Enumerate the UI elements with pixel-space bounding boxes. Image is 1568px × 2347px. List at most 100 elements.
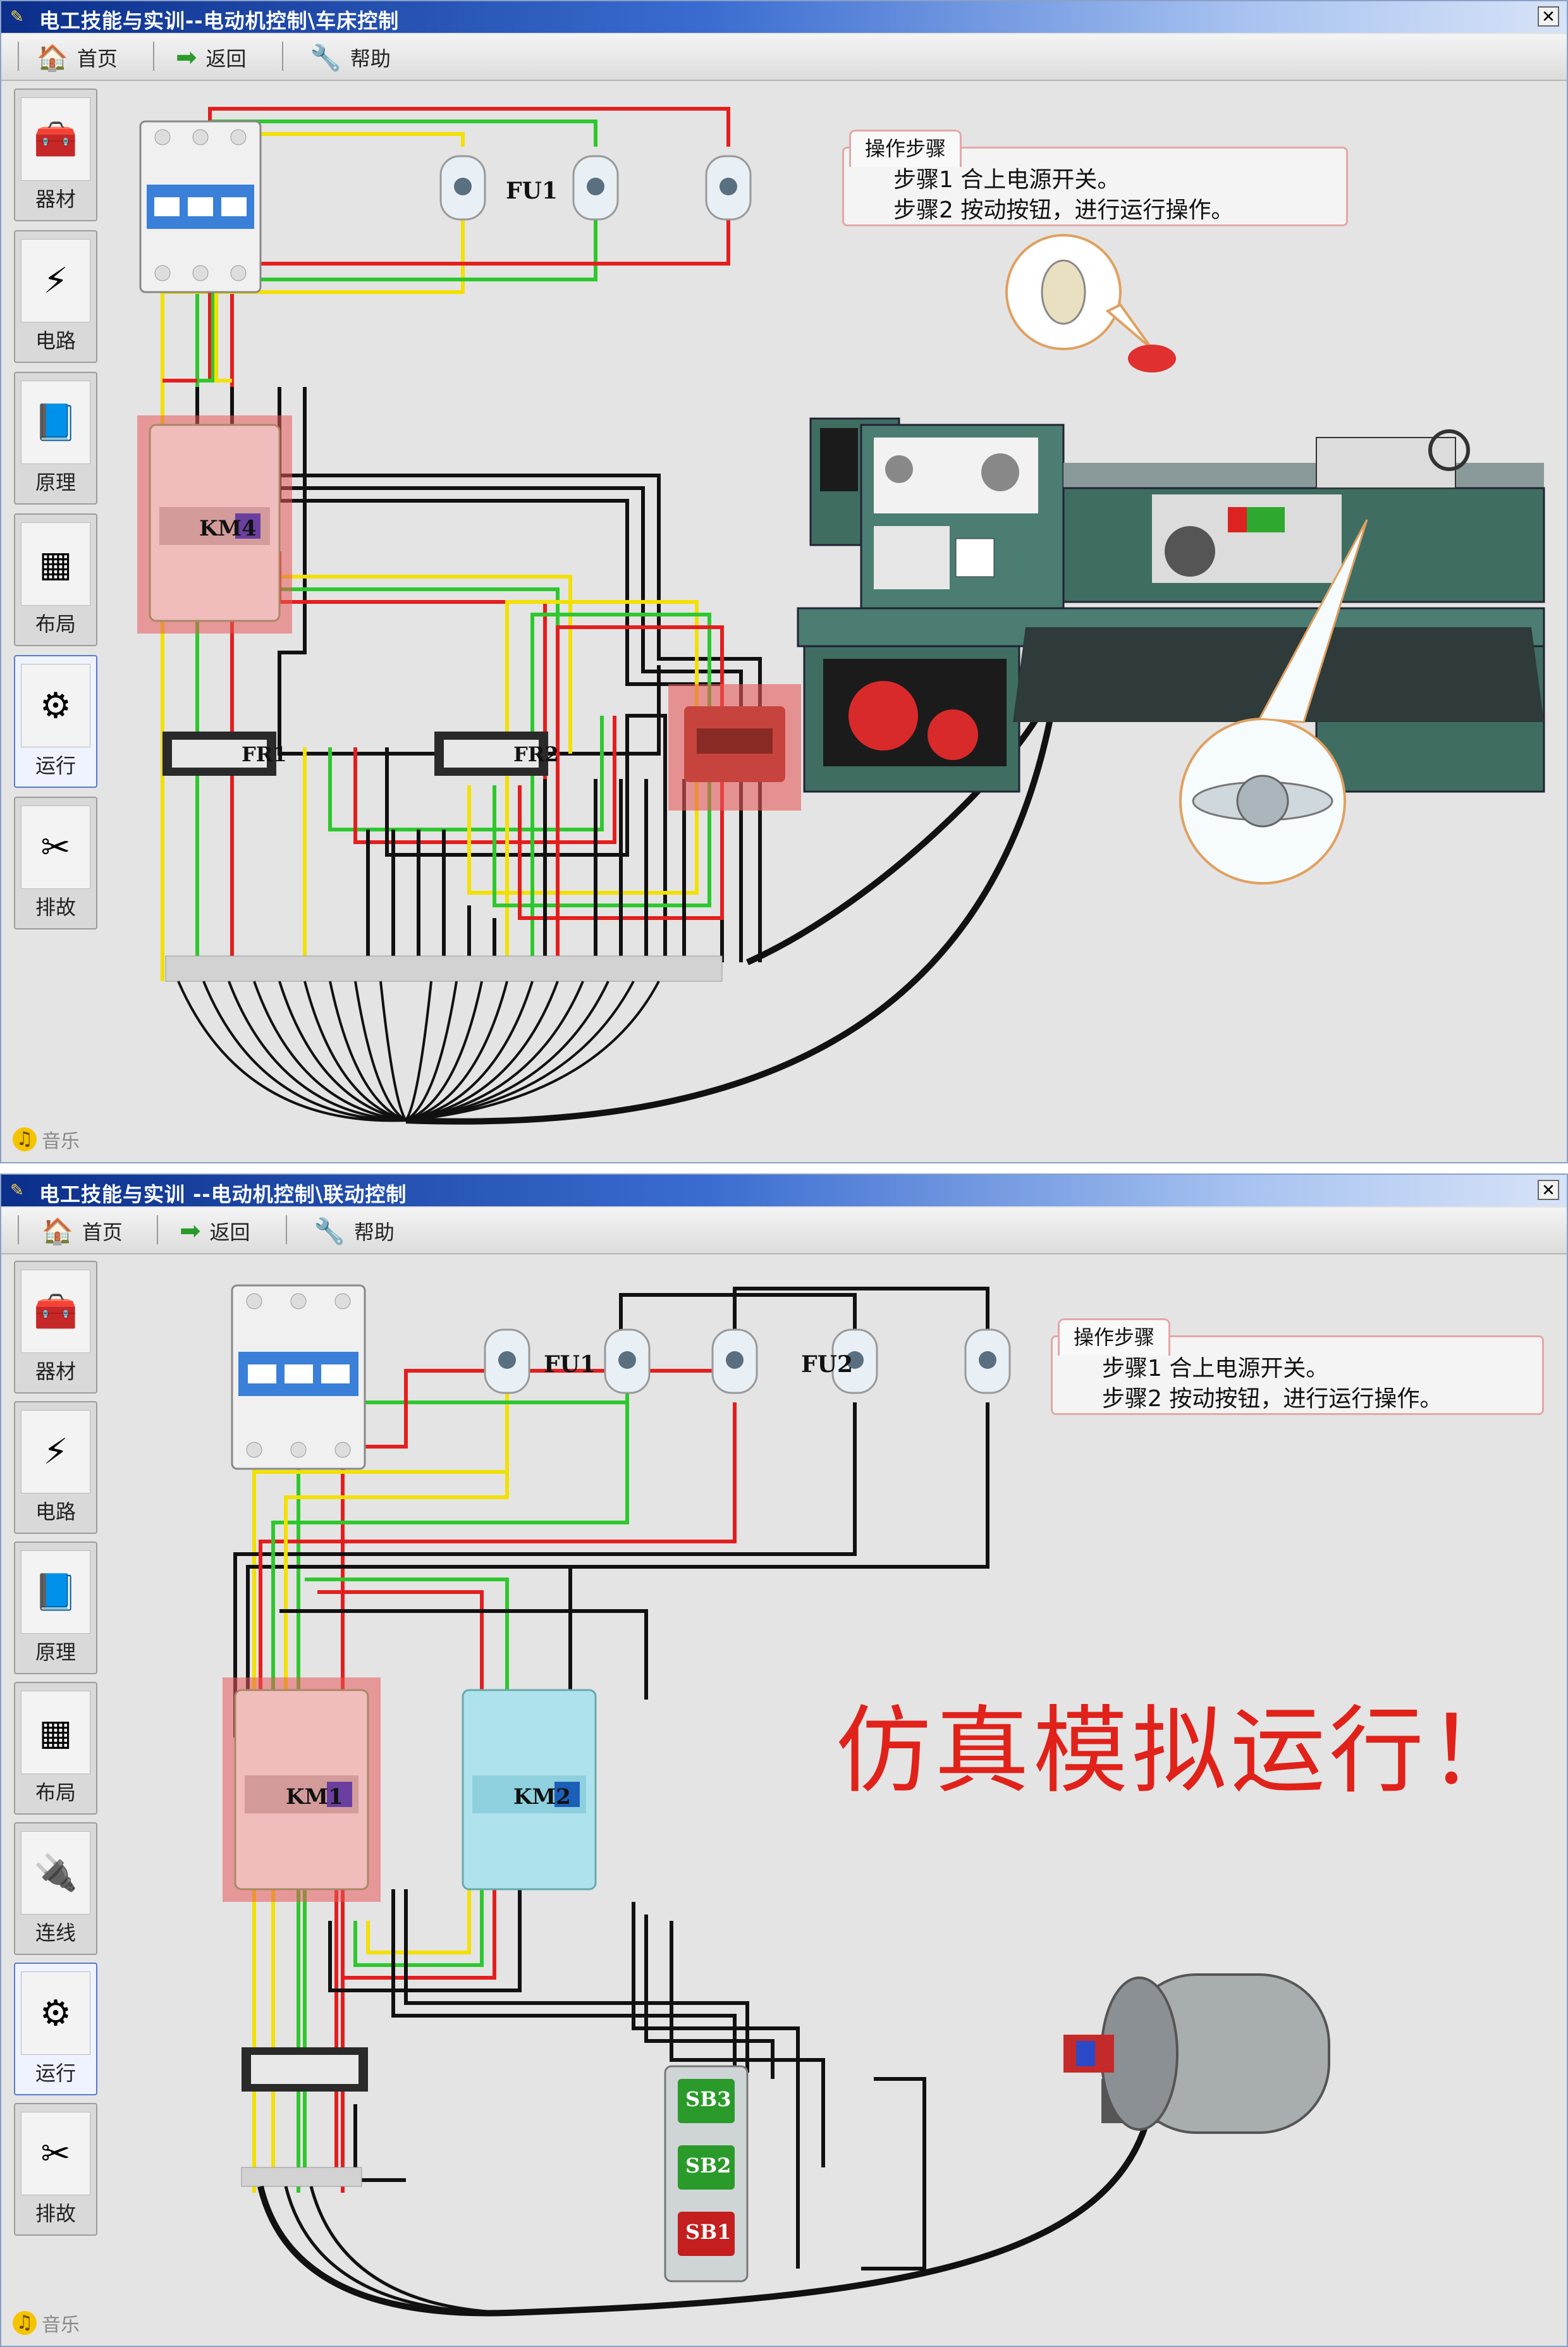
music-note-icon: ♫ (13, 2311, 37, 2335)
music-label: 音乐 (42, 1131, 80, 1153)
motor-cable (405, 715, 1054, 1125)
sidebar-item-label: 原理 (35, 470, 76, 494)
back-arrow-icon: ➡ (180, 1216, 201, 1246)
sidebar-item-layout[interactable]: ▦布局 (14, 513, 97, 646)
step-2: 步骤2 按动按钮，进行运行操作。 (893, 197, 1234, 223)
operation-steps-panel: 操作步骤 步骤1 合上电源开关。 步骤2 按动按钮，进行运行操作。 (1051, 1318, 1544, 1415)
thermal-relay-fr2 (434, 732, 548, 776)
terminal-strip (241, 2167, 362, 2187)
contactor-km4 (137, 415, 292, 634)
lathe-run-icon: ⚙ (21, 664, 90, 747)
motor-run-icon: ⚙ (21, 1971, 90, 2055)
sidebar-item-wiring[interactable]: 🔌 连线 (14, 1822, 97, 1955)
sidebar-item-label: 连线 (35, 1921, 76, 1945)
sidebar: 🧰器材 ⚡ 电路 📘 原理 ▦布局 ⚙ 运行 ✂ 排故 ♫音乐 (6, 83, 101, 1157)
toolbar-divider (153, 42, 154, 71)
sidebar-item-principle[interactable]: 📘原理 (14, 1541, 97, 1674)
back-label: 返回 (205, 47, 247, 71)
toolbar: 🏠首页 ➡返回 🔧帮助 (1, 34, 1567, 81)
lathe-control-window: ✎ 电工技能与实训--电动机控制\车床控制 ✕ 🏠首页 ➡返回 🔧帮助 🧰器材 … (0, 0, 1568, 1163)
fuse-fu2 (831, 1328, 1011, 1394)
sidebar-item-label: 电路 (35, 1500, 76, 1524)
close-button[interactable]: ✕ (1538, 1180, 1559, 1200)
sb3-button[interactable] (678, 2079, 735, 2123)
push-button-station (664, 2065, 749, 2283)
sidebar-item-circuit[interactable]: ⚡ 电路 (14, 230, 97, 363)
sidebar-item-layout[interactable]: ▦布局 (14, 1682, 97, 1815)
sidebar-item-equipment[interactable]: 🧰器材 (14, 1261, 97, 1394)
music-toggle[interactable]: ♫音乐 (13, 2309, 80, 2337)
sidebar-item-label: 电路 (35, 329, 76, 353)
sidebar-item-label: 排故 (35, 2202, 76, 2226)
bundle-wires (177, 981, 660, 1122)
sidebar-item-label: 排故 (35, 895, 76, 919)
sidebar-item-principle[interactable]: 📘 原理 (14, 372, 97, 505)
help-label: 帮助 (353, 1220, 395, 1244)
sb2-label: SB2 (685, 2154, 731, 2178)
sb1-button[interactable] (678, 2212, 735, 2256)
close-button[interactable]: ✕ (1538, 6, 1559, 27)
sidebar-item-troubleshoot[interactable]: ✂ 排故 (14, 797, 97, 929)
sidebar-item-troubleshoot[interactable]: ✂排故 (14, 2103, 97, 2236)
interlock-control-window: ✎ 电工技能与实训 --电动机控制\联动控制 ✕ 🏠首页 ➡返回 🔧帮助 🧰器材… (0, 1174, 1568, 2347)
layout-icon: ▦ (21, 522, 90, 606)
principle-icon: 📘 (21, 381, 90, 464)
home-icon: 🏠 (42, 1216, 73, 1246)
back-label: 返回 (209, 1220, 250, 1244)
sb1-label: SB1 (685, 2220, 731, 2244)
steps-tab: 操作步骤 (849, 130, 962, 167)
circuit-icon: ⚡ (21, 239, 90, 322)
thermal-relay-fr1 (162, 732, 276, 776)
home-button[interactable]: 🏠首页 (37, 42, 118, 73)
home-label: 首页 (77, 47, 118, 71)
circuit-icon: ⚡ (21, 1410, 90, 1493)
back-button[interactable]: ➡返回 (176, 42, 247, 73)
electric-motor (1063, 1973, 1330, 2134)
circuit-breaker (231, 1284, 366, 1470)
step-1: 步骤1 合上电源开关。 (1102, 1356, 1329, 1382)
wiring-icon: 🔌 (21, 1831, 90, 1915)
pliers-icon: ✂ (21, 806, 90, 889)
music-note-icon: ♫ (13, 1127, 37, 1151)
sidebar-item-circuit[interactable]: ⚡ 电路 (14, 1401, 97, 1534)
help-button[interactable]: 🔧帮助 (310, 42, 391, 73)
relay-label-fr1: FR1 (242, 742, 287, 766)
lathe-wiring-diagram: FU1 KM4 FR1 FR2 (137, 107, 1545, 1125)
help-button[interactable]: 🔧帮助 (314, 1215, 395, 1247)
sidebar: 🧰器材 ⚡ 电路 📘原理 ▦布局 🔌 连线 ⚙ 运行 ✂排故 ♫音乐 (6, 1257, 101, 2341)
sidebar-item-run[interactable]: ⚙ 运行 (14, 1963, 97, 2095)
sidebar-item-equipment[interactable]: 🧰器材 (14, 89, 97, 221)
motor-cable (257, 2097, 1155, 2317)
operation-steps-panel: 操作步骤 步骤1 合上电源开关。 步骤2 按动按钮，进行运行操作。 (842, 130, 1348, 226)
terminal-strip (165, 955, 723, 982)
step-2: 步骤2 按动按钮，进行运行操作。 (1102, 1386, 1443, 1412)
simulation-canvas: FU1 KM4 FR1 FR2 (115, 83, 1560, 1156)
simulation-canvas: FU1 FU2 KM1 KM2 (115, 1257, 1560, 2339)
help-label: 帮助 (350, 47, 391, 71)
window-title: 电工技能与实训--电动机控制\车床控制 (39, 9, 400, 33)
fuse-label-fu1: FU1 (544, 1351, 596, 1378)
step-1: 步骤1 合上电源开关。 (893, 167, 1120, 193)
sidebar-item-run[interactable]: ⚙ 运行 (14, 655, 97, 788)
toolbar-divider (286, 1215, 287, 1244)
sb3-label: SB3 (685, 2087, 731, 2111)
sidebar-item-label: 布局 (35, 1780, 76, 1805)
steps-tab: 操作步骤 (1058, 1318, 1171, 1356)
interlock-wiring-diagram: FU1 FU2 KM1 KM2 (223, 1284, 1330, 2317)
thermal-relay (242, 2047, 368, 2092)
sidebar-item-label: 运行 (35, 2061, 76, 2085)
sb2-button[interactable] (678, 2145, 735, 2190)
equipment-icon: 🧰 (21, 1270, 90, 1353)
sidebar-item-label: 原理 (35, 1640, 76, 1664)
sidebar-item-label: 运行 (35, 754, 76, 778)
contactor-label-km4: KM4 (199, 516, 257, 541)
home-button[interactable]: 🏠首页 (42, 1215, 123, 1247)
contactor-km2 (462, 1689, 597, 1890)
back-button[interactable]: ➡ 返回 (180, 1215, 250, 1247)
sidebar-item-label: 器材 (35, 187, 76, 211)
title-bar: ✎ 电工技能与实训--电动机控制\车床控制 ✕ (1, 1, 1567, 33)
toolbar-divider (282, 42, 283, 71)
music-toggle[interactable]: ♫音乐 (13, 1125, 80, 1153)
app-icon: ✎ (10, 8, 24, 27)
fuse-fu1 (439, 155, 752, 221)
